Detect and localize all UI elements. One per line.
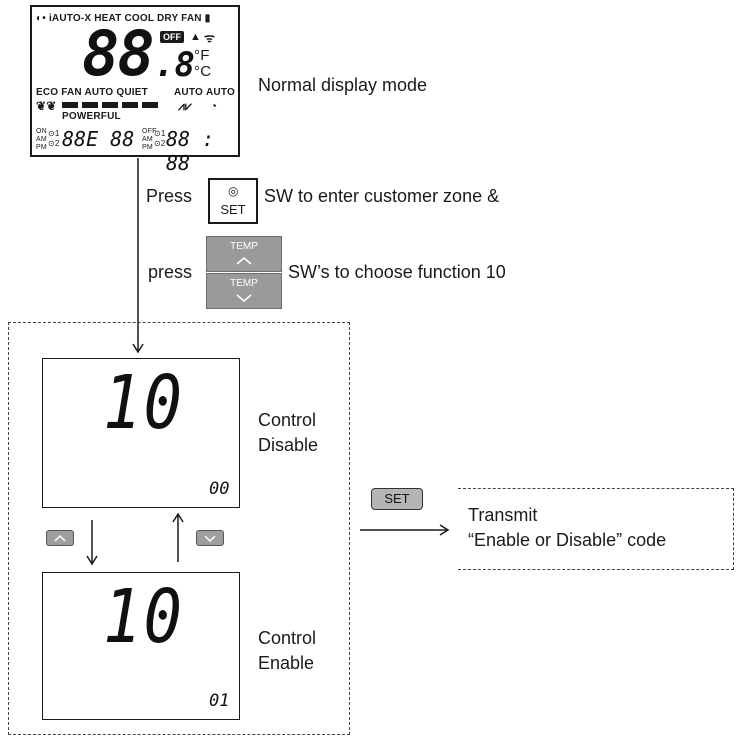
timer1-icon: ⊙1 (48, 129, 60, 138)
fan-bar-4 (122, 102, 138, 108)
temp-up-label: TEMP (230, 241, 258, 252)
transmit-line2: “Enable or Disable” code (468, 530, 667, 550)
unit-fahrenheit: °F (194, 47, 210, 64)
timer-circle-icons-2: ⊙1 ⊙2 (154, 129, 166, 149)
function-10-panel (8, 322, 350, 735)
timer1-icon-b: ⊙1 (154, 129, 166, 138)
chevron-up-icon (54, 534, 66, 542)
temp-up-button[interactable]: TEMP (206, 236, 282, 272)
timer-digits-on: 88E 88 (62, 127, 135, 151)
timer2-icon: ⊙2 (48, 139, 60, 148)
mode-symbol-icon: ◐• (36, 13, 46, 24)
function-code-disable: 10 (103, 361, 185, 447)
fan-level-icon: ▮ (204, 13, 211, 24)
fan-bar-1 (62, 102, 78, 108)
mode-row-text: iAUTO-X HEAT COOL DRY FAN (48, 13, 202, 24)
set-button-small[interactable]: SET (371, 488, 423, 510)
control-enable-line2: Enable (258, 653, 315, 673)
mode-icon-row: ◐• iAUTO-X HEAT COOL DRY FAN ▮ (36, 13, 210, 24)
transmit-text: Transmit “Enable or Disable” code (468, 505, 666, 551)
pm-label-1: PM (36, 144, 47, 151)
unit-celsius: °C (194, 63, 212, 80)
auto-label-2: AUTO (206, 87, 235, 98)
set-switch-button[interactable]: ◎ SET (208, 178, 258, 224)
on-am-pm-labels: ON AM PM (36, 128, 47, 152)
temp-digits: 88 (82, 17, 155, 90)
on-label: ON (36, 128, 47, 135)
step1-suffix: SW to enter customer zone & (264, 186, 500, 206)
set-circle-icon: ◎ (228, 184, 239, 198)
person-icon: ▲ (190, 31, 202, 43)
vertical-louver-icon: ⩘⩗ (178, 99, 192, 113)
sub-code-enable: 01 (209, 691, 230, 711)
temp-down-label: TEMP (230, 278, 258, 289)
normal-display-label: Normal display mode (258, 75, 428, 95)
timer-circle-icons-1: ⊙1 ⊙2 (48, 129, 60, 149)
transmit-line1: Transmit (468, 505, 538, 525)
eco-fan-quiet-row: ECO FAN AUTO QUIET (36, 87, 148, 98)
down-button-small[interactable] (196, 530, 224, 546)
control-disable-label: Control Disable (258, 410, 318, 456)
am-label-1: AM (36, 136, 47, 143)
control-disable-line1: Control (258, 410, 317, 430)
horizontal-louver-icon: ◔ (210, 99, 218, 113)
screen-control-enable: 10 01 (42, 572, 240, 720)
transmit-box (458, 488, 734, 570)
am-label-2: AM (142, 136, 153, 143)
step1-prefix: Press (146, 186, 193, 206)
fan-bar-3 (102, 102, 118, 108)
step2-suffix: SW’s to choose function 10 (288, 262, 506, 282)
fan-bar-2 (82, 102, 98, 108)
set-switch-label: SET (220, 202, 246, 217)
timer2-icon-b: ⊙2 (154, 139, 166, 148)
sub-code-disable: 00 (209, 479, 230, 499)
screen-control-disable: 10 00 (42, 358, 240, 508)
auto-label-1: AUTO (174, 87, 203, 98)
temp-down-button[interactable]: TEMP (206, 273, 282, 309)
function-code-enable: 10 (103, 575, 185, 661)
pm-label-2: PM (142, 144, 153, 151)
control-enable-line1: Control (258, 628, 317, 648)
temp-decimal: .8 (154, 45, 195, 85)
wifi-icon: ᯤ (204, 31, 216, 45)
control-enable-label: Control Enable (258, 628, 316, 674)
up-button-small[interactable] (46, 530, 74, 546)
chevron-down-icon (236, 294, 252, 302)
off-am-pm-labels: OFF AM PM (142, 128, 157, 152)
chevron-down-icon (204, 535, 216, 543)
off-badge: OFF (160, 31, 184, 43)
control-disable-line2: Disable (258, 435, 319, 455)
off-label: OFF (142, 128, 157, 135)
powerful-label: POWERFUL (62, 111, 121, 122)
normal-display-lcd: ◐• iAUTO-X HEAT COOL DRY FAN ▮ 88 .8 OFF… (30, 5, 240, 175)
chevron-up-icon (236, 257, 252, 265)
timer-digits-off: 88 : 88 (166, 127, 215, 175)
leaf-icon: ❦❦ (36, 99, 57, 113)
fan-bar-5 (142, 102, 158, 108)
step2-prefix: press (148, 262, 193, 282)
